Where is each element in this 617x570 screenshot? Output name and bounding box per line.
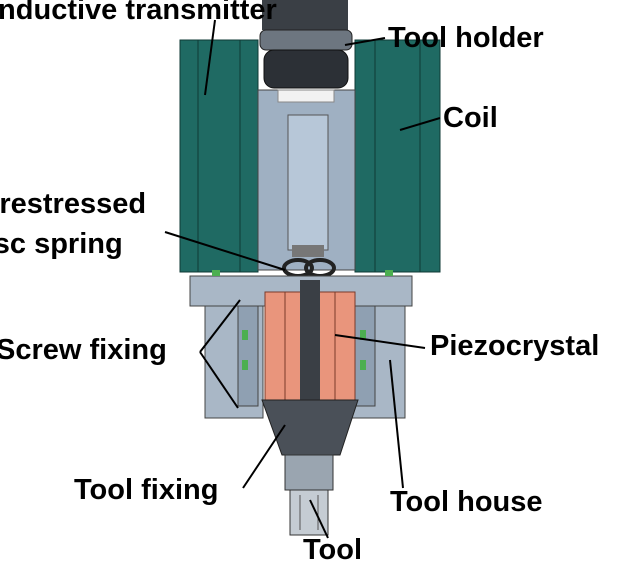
- label-coil: Coil: [443, 102, 498, 134]
- coil-left: [179, 39, 259, 273]
- tool-fixing: [261, 399, 359, 456]
- label-tool-fixing: Tool fixing: [74, 474, 219, 506]
- label-tool: Tool: [303, 534, 363, 566]
- label-prestressed: Prestressed: [0, 188, 147, 220]
- label-disc-spring: disc spring: [0, 228, 123, 260]
- shaft: [287, 114, 329, 251]
- label-tool-holder: Tool holder: [388, 22, 544, 54]
- piezocrystal: [264, 280, 356, 405]
- leader-lines: [164, 19, 441, 539]
- tool-holder-top: [259, 0, 353, 103]
- label-screw-fixing: Screw fixing: [0, 334, 167, 366]
- tool: [284, 454, 334, 536]
- label-piezocrystal: Piezocrystal: [430, 330, 600, 362]
- label-inductive-transmitter: Inductive transmitter: [0, 0, 277, 26]
- coil-right: [354, 39, 441, 273]
- label-tool-house: Tool house: [390, 486, 543, 518]
